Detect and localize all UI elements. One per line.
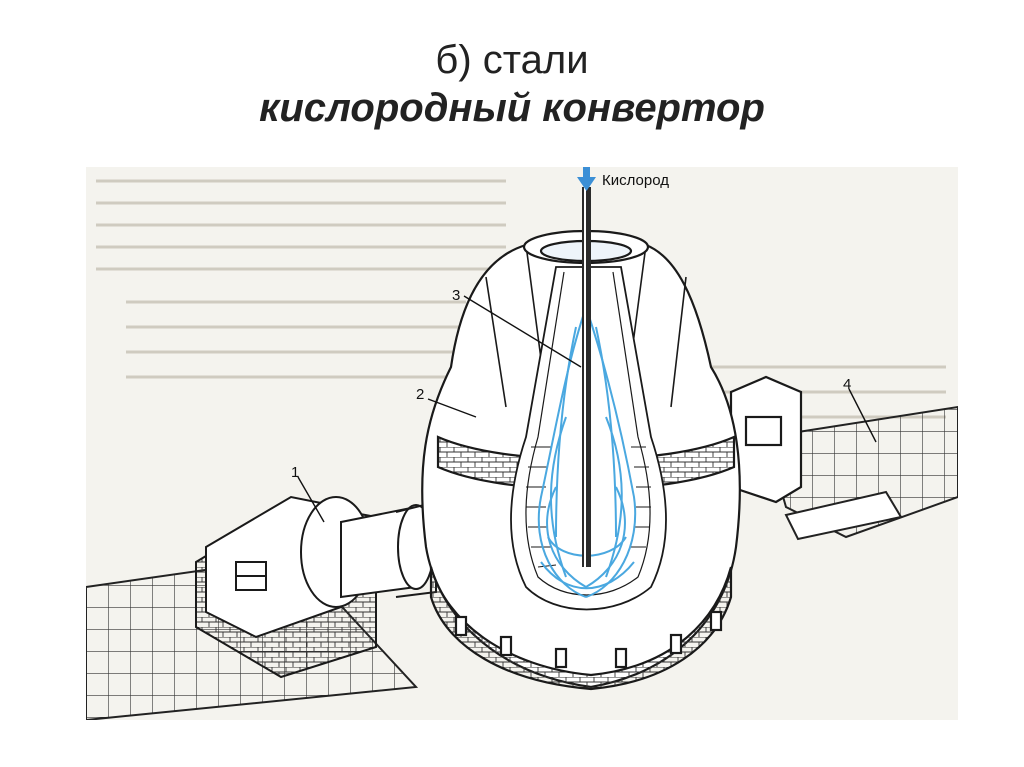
label-1: 1 — [291, 464, 299, 481]
label-2: 2 — [416, 386, 424, 403]
oxygen-flame — [537, 306, 637, 598]
label-4: 4 — [843, 376, 851, 393]
right-slab — [784, 490, 903, 541]
slide-title-line-2: кислородный конвертор — [259, 86, 765, 130]
converter-drawing: Кислород 3 2 1 4 — [86, 167, 958, 720]
oxygen-lance — [582, 187, 591, 567]
callout-lines — [297, 295, 877, 523]
slide-title: б) стали кислородный конвертор — [0, 38, 1024, 134]
label-oxygen: Кислород — [602, 172, 669, 189]
converter-vessel — [421, 229, 803, 691]
label-3: 3 — [452, 287, 460, 304]
converter-illustration: Кислород 3 2 1 4 — [86, 167, 958, 720]
drive-motor — [195, 495, 437, 679]
oxygen-arrow — [577, 167, 596, 191]
slide-title-line-1: б) стали — [435, 38, 589, 82]
